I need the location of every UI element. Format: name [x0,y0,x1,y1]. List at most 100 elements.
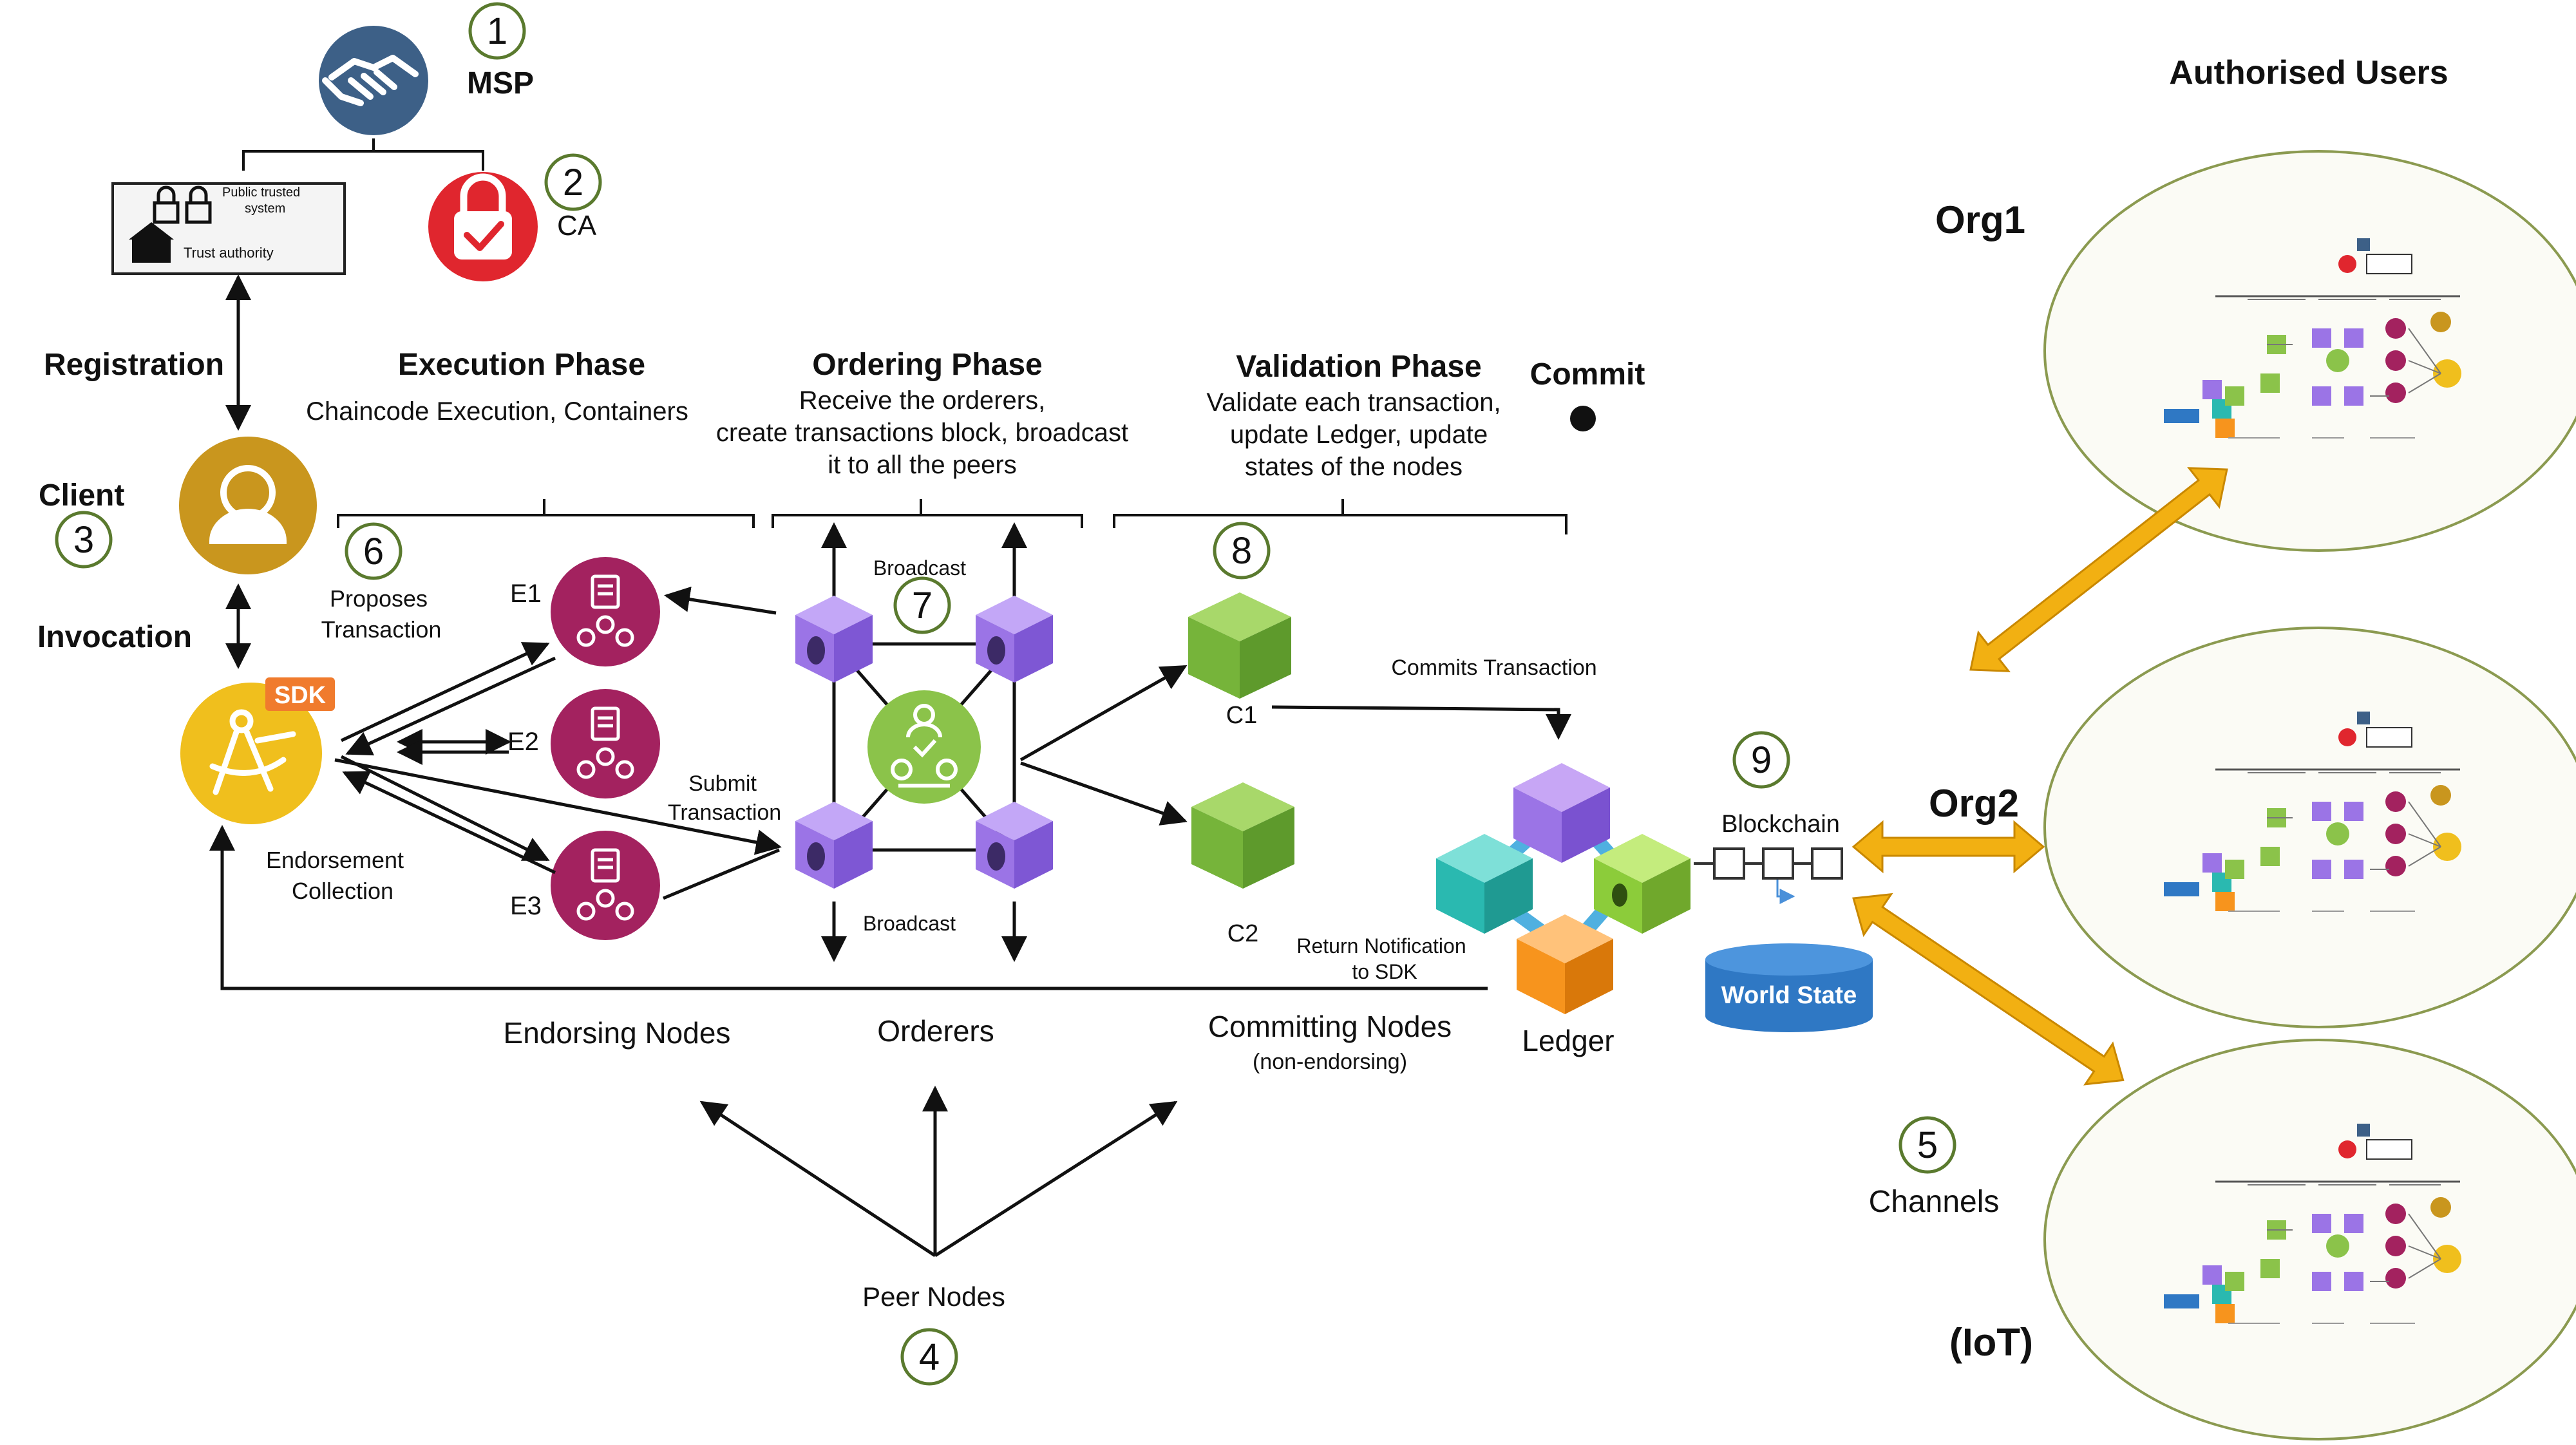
endorser-e1 [551,557,660,666]
invocation-label: Invocation [37,620,192,654]
trust-card-line2: system [245,202,285,216]
execution-brace [337,499,755,528]
user-icon [209,465,287,544]
msp-label: MSP [467,66,534,100]
blockchain-to-worldstate-arrow [1776,880,1795,904]
sdk-badge-text: SDK [274,682,327,709]
institution-icon [129,222,174,263]
gold-arrow-iot [1852,892,2125,1086]
ca-label: CA [557,210,597,241]
sdk-to-e3-arrow [340,755,550,862]
step-1-number: 1 [487,10,507,52]
step-9-number: 9 [1751,739,1772,781]
validation-brace [1113,499,1567,534]
step-2-badge [544,153,602,211]
committing-nodes-sublabel: (non-endorsing) [1253,1050,1407,1074]
return-notification-line1: Return Notification [1296,934,1466,958]
world-state-label: World State [1721,982,1857,1009]
gold-arrow-org2 [1852,820,2045,874]
ordering-line2: create transactions block, broadcast [716,419,1128,447]
e3-to-sdk-arrow [342,771,556,874]
broadcast-top-label: Broadcast [873,556,966,580]
step-4-badge [900,1328,958,1386]
peer-nodes-label: Peer Nodes [862,1281,1005,1312]
step-5-badge [1899,1116,1956,1174]
step-7-badge [893,576,951,634]
e1-to-sdk-arrow [345,656,556,756]
peer-to-committing-arrow [934,1100,1178,1258]
step-7-number: 7 [912,585,933,627]
org1-label: Org1 [1935,198,2025,241]
orderer-to-e1-arrow [664,586,777,615]
blockchain-blocks [1694,847,1843,880]
ordering-service-node [867,690,981,804]
client-node [179,437,317,574]
endorser-e2 [551,689,660,798]
step-1-badge [468,2,526,60]
endorser-e1-label: E1 [510,580,542,608]
validation-line2: update Ledger, update [1230,420,1488,449]
committer-c2-cube [1191,782,1294,889]
registration-label: Registration [44,348,224,382]
proposes-line1: Proposes [330,585,428,612]
committing-nodes-label: Committing Nodes [1208,1010,1452,1043]
compass-icon [209,709,296,795]
org1-ellipse [2043,150,2576,552]
org2-label: Org2 [1929,782,2019,825]
padlock-check-icon [454,173,512,260]
validation-line1: Validate each transaction, [1206,388,1501,417]
blockchain-label: Blockchain [1721,811,1840,838]
client-label: Client [39,478,124,513]
return-notification-line2: to SDK [1352,960,1417,983]
ledger-cluster [1436,763,1690,1014]
certificate-chain-icon [576,706,634,779]
submit-transaction-arrow [334,758,782,855]
trust-card-line1: Public trusted [222,185,300,200]
validation-line3: states of the nodes [1245,453,1463,481]
sdk-badge [265,677,335,711]
proposes-line2: Transaction [321,616,442,643]
e3-to-orderer-line [663,848,780,900]
consensus-icon [891,704,958,788]
commit-label: Commit [1530,357,1645,392]
execution-phase-title: Execution Phase [398,348,645,382]
msp-bracket [242,138,484,171]
orderer-cube-3 [795,802,873,889]
org2-ellipse [2043,627,2576,1028]
step-4-number: 4 [919,1336,940,1378]
execution-phase-subtitle: Chaincode Execution, Containers [306,397,688,426]
step-5-number: 5 [1917,1124,1938,1166]
sdk-node [180,683,322,824]
endorser-e3 [551,831,660,940]
orderer-cube-2 [976,596,1053,683]
sdk-to-e1-arrow [340,642,550,742]
iot-ellipse [2043,1039,2576,1440]
commits-transaction-label: Commits Transaction [1391,656,1596,680]
step-8-badge [1213,522,1271,580]
ledger-label: Ledger [1522,1024,1614,1057]
iot-label: (IoT) [1949,1321,2033,1364]
orderers-label: Orderers [877,1014,994,1048]
committer-c1-cube [1188,592,1291,699]
step-6-number: 6 [363,531,384,572]
orderer-cube-1 [795,596,873,683]
ordering-phase-title: Ordering Phase [812,348,1042,382]
authorised-users-title: Authorised Users [2169,54,2448,91]
trust-card-line3: Trust authority [184,245,274,261]
world-state-db [1705,943,1873,1032]
channels-label: Channels [1869,1185,2000,1219]
ordering-brace [772,499,1083,528]
committer-c2-label: C2 [1227,920,1259,947]
orderer-to-c2-arrow [1020,761,1188,826]
commit-dot [1570,406,1596,431]
gold-arrow-org1 [1969,467,2228,672]
endorsement-line1: Endorsement [266,847,404,873]
peer-to-endorsing-arrow [699,1100,936,1258]
commit-to-ledger-arrow [1271,705,1571,740]
ca-node [428,172,538,281]
ordering-line1: Receive the orderers, [799,386,1045,415]
handshake-icon [322,55,419,106]
committer-c1-label: C1 [1226,702,1258,729]
step-2-number: 2 [563,162,583,203]
